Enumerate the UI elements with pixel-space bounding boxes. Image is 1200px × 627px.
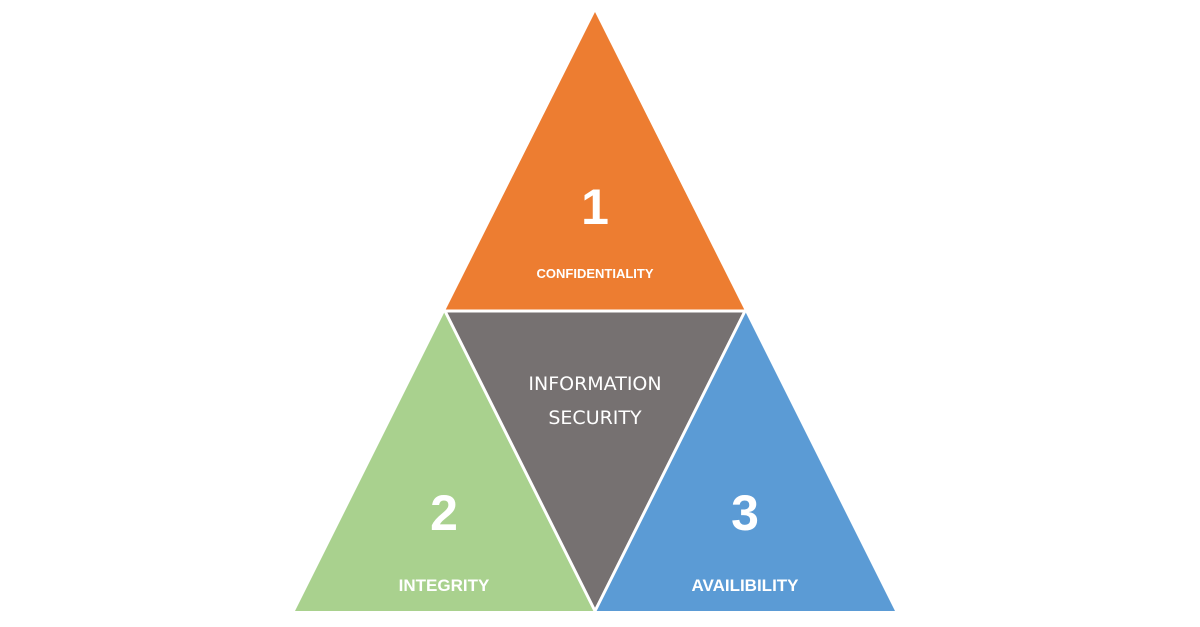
triangle-dividers [443,309,747,613]
divider-right-diagonal [593,309,747,613]
confidentiality-triangle [445,12,745,311]
confidentiality-label: CONFIDENTIALITY [537,266,654,281]
availability-number: 3 [731,485,759,541]
confidentiality-number: 1 [581,179,609,235]
divider-left-diagonal [443,309,597,613]
information-security-triangle [445,311,745,611]
information-security-line1: INFORMATION [528,373,661,395]
availability-triangle [595,311,895,611]
integrity-label: INTEGRITY [399,576,490,595]
information-security-line2: SECURITY [548,407,642,429]
integrity-triangle [295,311,595,611]
availability-label: AVAILIBILITY [691,576,799,595]
integrity-number: 2 [430,485,458,541]
